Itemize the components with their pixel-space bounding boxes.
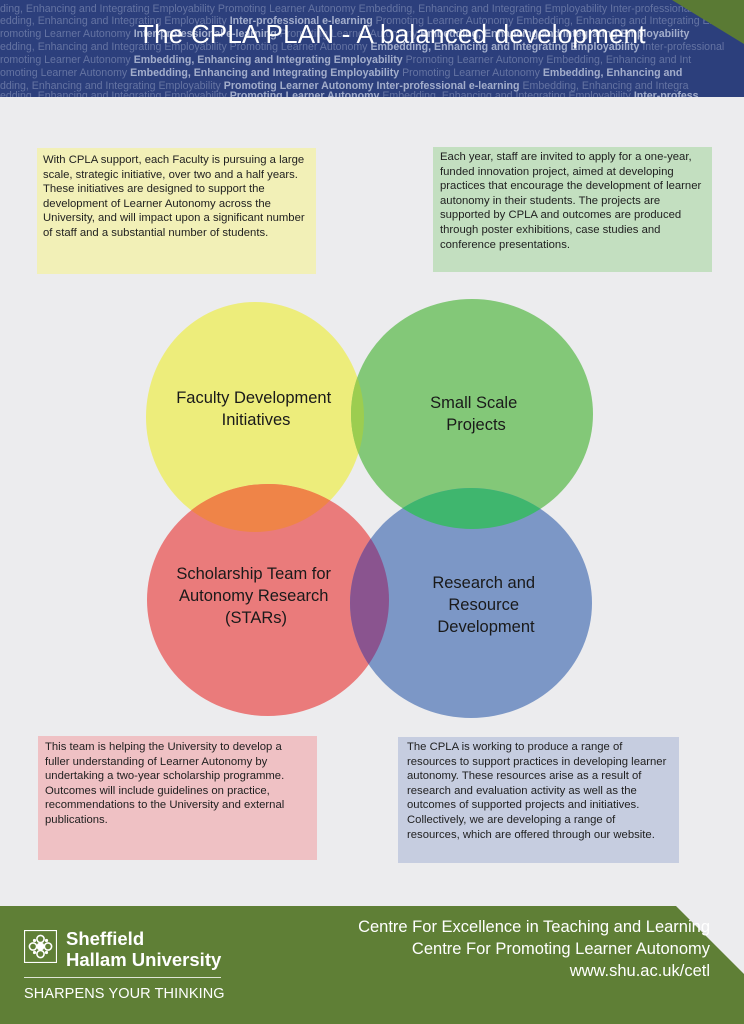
ticker-segment: Embedding, Enhancing and Integrating Emp… [370, 41, 640, 53]
ticker-segment: Inter-profess [633, 90, 699, 97]
ticker-segment: Promoting Learner Autonomy [229, 90, 380, 97]
ticker-line: ding, Enhancing and Integrating Employab… [0, 3, 744, 16]
ticker-line: omoting Learner Autonomy Embedding, Enha… [0, 67, 682, 80]
faculty-initiatives-note: With CPLA support, each Faculty is pursu… [37, 148, 316, 274]
footer-cpla-name: Centre For Promoting Learner Autonomy [411, 940, 710, 958]
page-title: The CPLA PLAN - A balanced development [138, 19, 646, 49]
university-name: Sheffield Hallam University [66, 928, 221, 970]
research-circle [350, 488, 592, 718]
ticker-segment: edding, Enhancing and Integrating Employ… [0, 90, 230, 97]
ticker-segment: Embedding, Enhancing and Integrating Emp… [133, 54, 403, 66]
ticker-segment: Embedding, Enhancing and [542, 67, 683, 79]
ticker-line: edding, Enhancing and Integrating Employ… [0, 41, 724, 54]
ticker-segment: dding, Enhancing and Integrating Employa… [0, 80, 224, 92]
ticker-line: romoting Learner Autonomy Inter-professi… [0, 28, 689, 41]
university-tagline: SHARPENS YOUR THINKING [24, 986, 225, 1002]
ticker-segment: Promoting Learner Autonomy Embedding, En… [372, 15, 744, 27]
stars-circle-label: Scholarship Team for Autonomy Research (… [176, 565, 335, 627]
ticker-segment: omoting Learner Autonomy [0, 67, 131, 79]
footer-bar [0, 906, 744, 1024]
ticker-segment: Promoting Learner Autonomy [276, 28, 421, 40]
stars-circle [147, 484, 389, 716]
ticker-segment: ding, Enhancing and Integrating Employab… [0, 3, 744, 15]
ticker-segment: Embedding, Enhancing and Integra [519, 80, 689, 92]
ticker-segment: romoting Learner Autonomy [0, 54, 134, 66]
ticker-segment: Inter-professional [639, 41, 725, 53]
research-resource-note: The CPLA is working to produce a range o… [398, 737, 679, 863]
ticker-segment: Promoting Learner Autonomy Embedding, En… [402, 54, 692, 66]
ticker-line: edding, Enhancing and Integrating Employ… [0, 90, 699, 97]
ticker-segment: Embedding, Enhancing and Integrating Emp… [130, 67, 400, 79]
university-name-line-1: Sheffield [66, 928, 145, 949]
logo-divider [24, 977, 221, 978]
ticker-line: romoting Learner Autonomy Embedding, Enh… [0, 54, 691, 67]
university-name-line-2: Hallam University [66, 949, 222, 970]
small-scale-circle-label: Small Scale Projects [430, 394, 522, 434]
ticker-segment: edding, Enhancing and Integrating Employ… [0, 41, 371, 53]
ticker-segment: Embedding, Enhancing and Integrating Emp… [420, 28, 690, 40]
footer-cetl-name: Centre For Excellence in Teaching and Le… [358, 918, 710, 936]
ticker-segment: Embedding, Enhancing and Integrating Emp… [379, 90, 634, 97]
ticker-segment: Promoting Learner Autonomy [399, 67, 543, 79]
footer-centre-info: Centre For Excellence in Teaching and Le… [358, 916, 710, 982]
footer-corner-notch [676, 906, 744, 974]
ticker-segment: Inter-professional e-learning [133, 28, 277, 40]
faculty-circle-label: Faculty Development Initiatives [176, 389, 336, 429]
ticker-segment: Inter-professional e-learning [229, 15, 373, 27]
ticker-segment: edding, Enhancing and Integrating Employ… [0, 15, 230, 27]
faculty-circle [146, 302, 364, 532]
sheffield-hallam-logo-icon [24, 930, 57, 963]
ticker-segment: Promoting Learner Autonomy [223, 80, 374, 92]
ticker-segment: romoting Learner Autonomy [0, 28, 134, 40]
ticker-line: edding, Enhancing and Integrating Employ… [0, 15, 744, 28]
research-circle-label: Research and Resource Development [432, 574, 539, 636]
footer-website-link[interactable]: www.shu.ac.uk/cetl [569, 962, 710, 980]
small-scale-circle [351, 299, 593, 529]
header-banner: ding, Enhancing and Integrating Employab… [0, 0, 744, 97]
header-corner-triangle [672, 0, 744, 44]
ticker-line: dding, Enhancing and Integrating Employa… [0, 80, 689, 93]
small-scale-projects-note: Each year, staff are invited to apply fo… [433, 147, 712, 272]
stars-note: This team is helping the University to d… [38, 736, 317, 860]
ticker-segment: Inter-professional e-learning [376, 80, 520, 92]
header-ticker-background: ding, Enhancing and Integrating Employab… [0, 0, 744, 97]
